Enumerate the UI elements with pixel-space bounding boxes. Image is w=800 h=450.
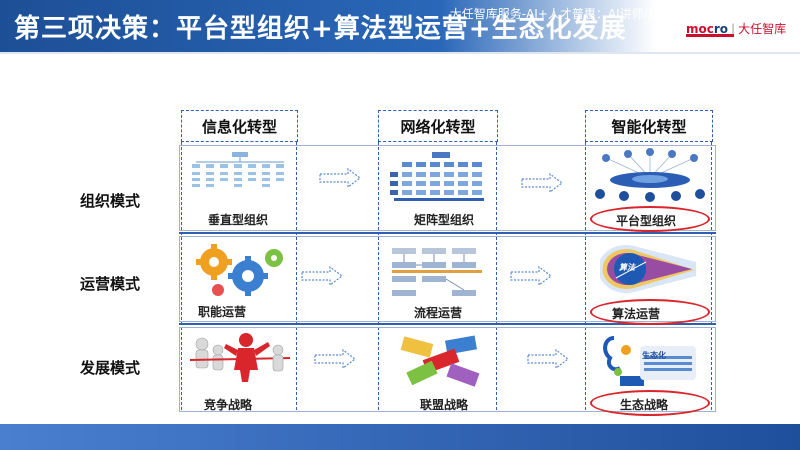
algorithm-image (600, 245, 696, 293)
arrow-icon (521, 173, 563, 193)
column-line (296, 142, 297, 410)
platform-org-chart-image (595, 148, 705, 202)
column-line (378, 142, 379, 410)
matrix-org-chart-image (390, 152, 484, 201)
process-flow-image (392, 248, 482, 296)
page-title: 第三项决策：平台型组织+算法型运营+生态化发展 (14, 14, 627, 44)
arrow-icon (319, 168, 361, 188)
column-line (585, 142, 586, 410)
arrow-icon (527, 349, 569, 369)
cell-label-vertical-org: 垂直型组织 (208, 213, 269, 227)
ecosystem-badge: 生态化 (642, 351, 666, 360)
row-separator (179, 232, 716, 234)
logo-brand-b: ro (713, 22, 729, 36)
cell-label-functional-ops: 职能运营 (198, 305, 247, 319)
cell-label-competition: 竞争战略 (204, 398, 253, 412)
column-header-networking: 网络化转型 (378, 110, 498, 142)
alliance-puzzle-image (400, 335, 480, 387)
row-label-organization: 组织模式 (80, 192, 141, 210)
footer-text: 大任智库服务-AI+人才普惠：AI讲师/教练游化营-专用讲义 (449, 7, 760, 21)
header-divider (0, 52, 800, 54)
ecosystem-image (603, 336, 696, 386)
cell-label-matrix-org: 矩阵型组织 (414, 213, 475, 227)
row-label-operation: 运营模式 (80, 275, 141, 293)
highlight-ellipse (590, 206, 710, 232)
highlight-ellipse (590, 390, 710, 416)
row-box-organization (179, 145, 716, 231)
footer-bar (0, 424, 800, 450)
highlight-ellipse (590, 299, 710, 325)
column-line (711, 142, 712, 410)
gears-image (196, 244, 283, 296)
logo-brand-a: moc (686, 22, 714, 36)
column-header-informatization: 信息化转型 (181, 110, 298, 142)
row-box-development (179, 327, 716, 412)
logo-underline (686, 34, 734, 37)
brand-logo: mocro|大任智库 (686, 20, 786, 37)
competition-figures-image (189, 333, 291, 382)
header-bar (0, 0, 800, 52)
vertical-org-chart-image (192, 152, 284, 187)
row-box-operation (179, 236, 716, 322)
row-separator (179, 323, 716, 325)
cell-label-alliance: 联盟战略 (420, 398, 469, 412)
arrow-icon (314, 349, 356, 369)
arrow-icon (301, 266, 343, 286)
cell-label-process-ops: 流程运营 (414, 306, 463, 320)
row-label-development: 发展模式 (80, 359, 141, 377)
column-line (181, 142, 182, 410)
arrow-icon (510, 266, 552, 286)
logo-separator: | (731, 22, 736, 36)
column-header-intelligent: 智能化转型 (585, 110, 713, 142)
column-line (496, 142, 497, 410)
algorithm-badge: 算法 (619, 263, 635, 272)
logo-cn: 大任智库 (738, 22, 787, 36)
